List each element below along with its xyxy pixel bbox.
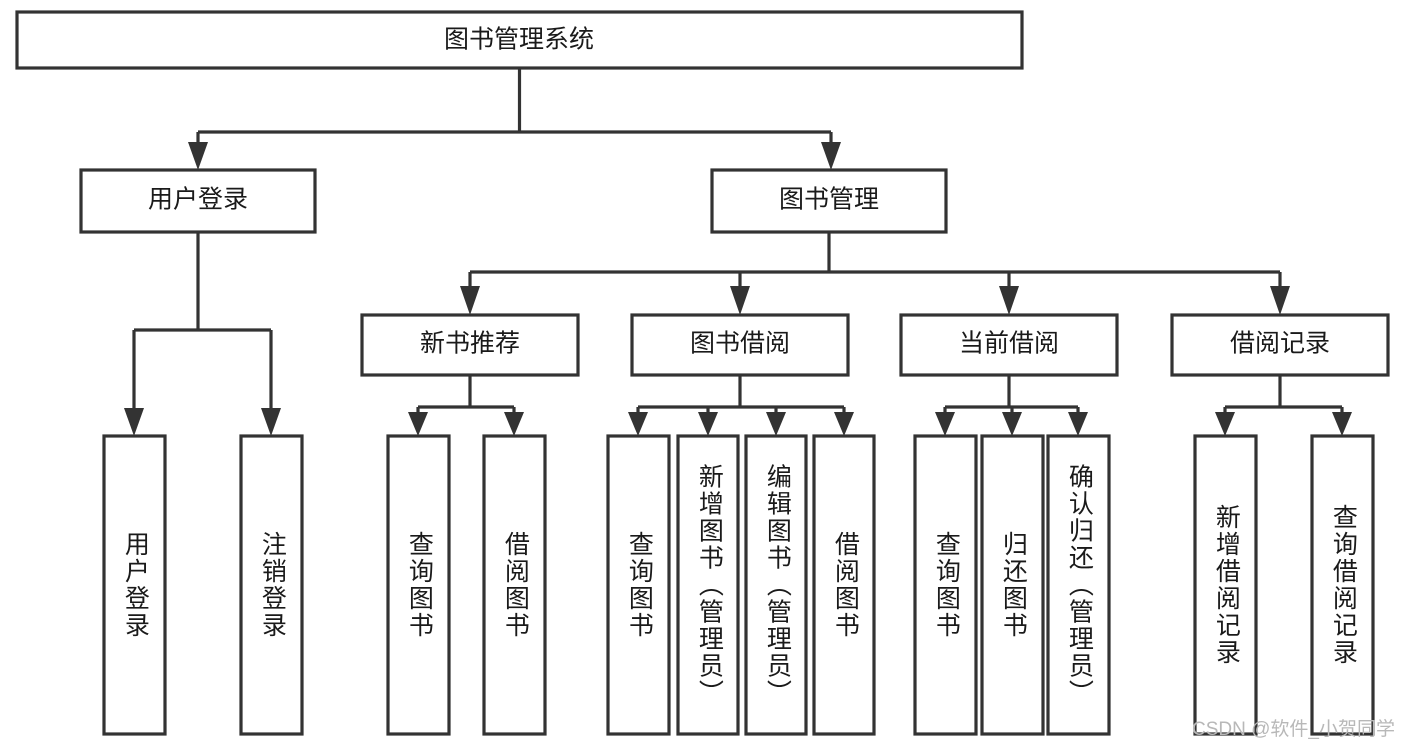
node-root-label: 图书管理系统: [444, 26, 594, 54]
leaf-add-book-admin-label: 新增图书（管理员）: [695, 464, 724, 707]
connector-layer: [132, 68, 1344, 412]
leaf-confirm-return-admin[interactable]: 确认归还（管理员）: [1046, 434, 1111, 736]
arrowhead-root-to-user-login: [188, 142, 208, 170]
leaf-edit-book-admin-label: 编辑图书（管理员）: [763, 464, 792, 707]
leaf-edit-book-admin-box[interactable]: [744, 434, 808, 736]
node-user-login[interactable]: 用户登录: [79, 168, 317, 234]
arrowhead-borrow-leaf1: [628, 412, 648, 436]
leaf-borrow-book-borrow-box[interactable]: [812, 434, 876, 736]
node-borrow-record-box[interactable]: [1170, 313, 1390, 377]
leaf-query-book-borrow[interactable]: 查询图书: [606, 434, 671, 736]
arrowhead-borrow-leaf2: [698, 412, 718, 436]
leaf-user-login-box[interactable]: [102, 434, 167, 736]
arrowhead-current-leaf2: [1002, 412, 1022, 436]
arrowhead-userlogin-leaf2: [261, 408, 281, 436]
leaf-logout-label: 注销登录: [258, 531, 287, 639]
leaf-borrow-book-newbook-box[interactable]: [482, 434, 547, 736]
leaf-query-book-newbook[interactable]: 查询图书: [386, 434, 451, 736]
leaf-query-borrow-record[interactable]: 查询借阅记录: [1310, 434, 1375, 736]
leaf-return-book-box[interactable]: [980, 434, 1045, 736]
node-book-management-label: 图书管理: [779, 186, 879, 214]
node-book-management-box[interactable]: [710, 168, 948, 234]
arrowhead-bus-to-newbook: [460, 286, 480, 315]
leaf-add-borrow-record-label: 新增借阅记录: [1212, 504, 1241, 666]
arrowhead-bus-to-record: [1270, 286, 1290, 315]
node-new-book-recommend-box[interactable]: [360, 313, 580, 377]
node-borrow-record-label: 借阅记录: [1230, 330, 1330, 358]
node-book-borrow[interactable]: 图书借阅: [630, 313, 850, 377]
arrowhead-layer: [124, 142, 1352, 436]
arrowhead-bus-to-borrow: [730, 286, 750, 315]
leaf-borrow-book-borrow-label: 借阅图书: [831, 531, 860, 639]
leaf-return-book-label: 归还图书: [999, 531, 1028, 639]
leaf-logout[interactable]: 注销登录: [239, 434, 304, 736]
leaf-query-book-current[interactable]: 查询图书: [913, 434, 978, 736]
leaf-borrow-book-borrow[interactable]: 借阅图书: [812, 434, 876, 736]
node-user-login-label: 用户登录: [148, 186, 248, 214]
leaf-query-book-newbook-label: 查询图书: [405, 531, 434, 639]
node-book-management[interactable]: 图书管理: [710, 168, 948, 234]
leaf-query-borrow-record-label: 查询借阅记录: [1329, 504, 1358, 666]
csdn-watermark: CSDN @软件_小贺同学: [1192, 719, 1395, 740]
leaf-add-borrow-record-box[interactable]: [1193, 434, 1258, 736]
leaf-query-borrow-record-box[interactable]: [1310, 434, 1375, 736]
leaf-add-book-admin-box[interactable]: [676, 434, 740, 736]
leaf-confirm-return-admin-label: 确认归还（管理员）: [1065, 464, 1094, 707]
arrowhead-current-leaf3: [1068, 412, 1088, 436]
leaf-add-borrow-record[interactable]: 新增借阅记录: [1193, 434, 1258, 736]
leaf-user-login[interactable]: 用户登录: [102, 434, 167, 736]
node-current-borrow[interactable]: 当前借阅: [899, 313, 1119, 377]
leaf-query-book-current-label: 查询图书: [932, 531, 961, 639]
arrowhead-userlogin-leaf1: [124, 408, 144, 436]
leaf-logout-box[interactable]: [239, 434, 304, 736]
arrowhead-record-leaf1: [1215, 412, 1235, 436]
arrowhead-bus-to-current: [999, 286, 1019, 315]
leaf-return-book[interactable]: 归还图书: [980, 434, 1045, 736]
leaf-confirm-return-admin-box[interactable]: [1046, 434, 1111, 736]
leaf-add-book-admin[interactable]: 新增图书（管理员）: [676, 434, 740, 736]
arrowhead-root-to-book-mgmt: [821, 142, 841, 170]
leaf-user-login-label: 用户登录: [121, 531, 150, 639]
leaf-borrow-book-newbook-label: 借阅图书: [501, 531, 530, 639]
leaf-edit-book-admin[interactable]: 编辑图书（管理员）: [744, 434, 808, 736]
arrowhead-current-leaf1: [935, 412, 955, 436]
node-new-book-recommend[interactable]: 新书推荐: [360, 313, 580, 377]
node-user-login-box[interactable]: [79, 168, 317, 234]
arrowhead-record-leaf2: [1332, 412, 1352, 436]
arrowhead-borrow-leaf4: [834, 412, 854, 436]
leaf-query-book-borrow-box[interactable]: [606, 434, 671, 736]
node-borrow-record[interactable]: 借阅记录: [1170, 313, 1390, 377]
node-root[interactable]: 图书管理系统: [15, 10, 1024, 70]
leaf-query-book-current-box[interactable]: [913, 434, 978, 736]
node-current-borrow-label: 当前借阅: [959, 330, 1059, 358]
leaf-query-book-newbook-box[interactable]: [386, 434, 451, 736]
leaf-query-book-borrow-label: 查询图书: [625, 531, 654, 639]
node-current-borrow-box[interactable]: [899, 313, 1119, 377]
arrowhead-borrow-leaf3: [766, 412, 786, 436]
arrowhead-newbook-leaf1: [408, 412, 428, 436]
node-root-box[interactable]: [15, 10, 1024, 70]
leaf-borrow-book-newbook[interactable]: 借阅图书: [482, 434, 547, 736]
node-book-borrow-label: 图书借阅: [690, 330, 790, 358]
node-book-borrow-box[interactable]: [630, 313, 850, 377]
node-new-book-recommend-label: 新书推荐: [420, 330, 520, 358]
arrowhead-newbook-leaf2: [504, 412, 524, 436]
